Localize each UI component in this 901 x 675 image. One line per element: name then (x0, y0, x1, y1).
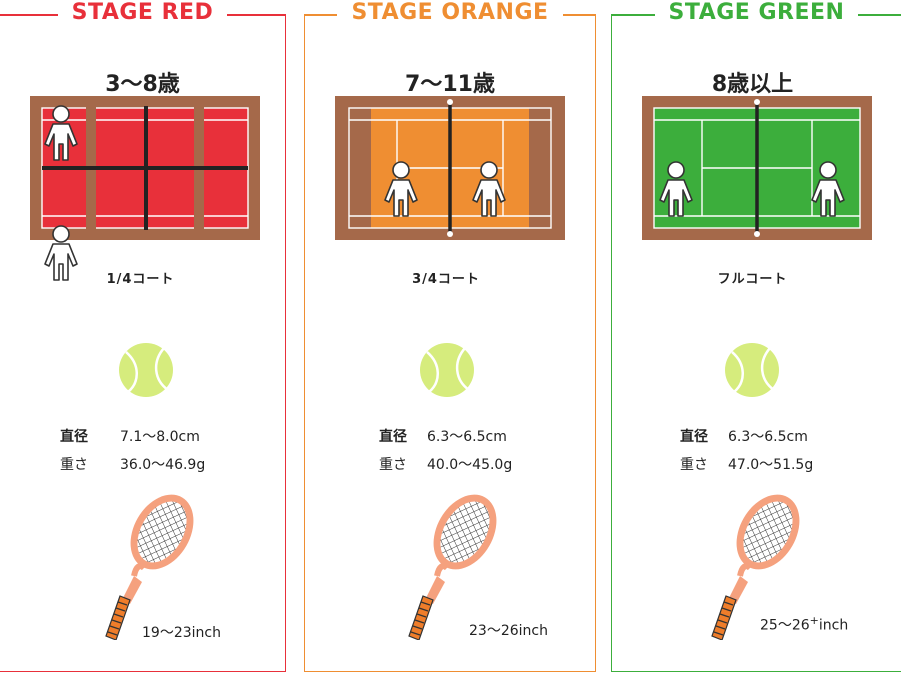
age-range: 3〜8歳 (105, 72, 180, 97)
diameter-label: 直径 (680, 429, 708, 445)
diameter-label: 直径 (379, 429, 407, 445)
racket-size-unit: inch (818, 617, 849, 634)
racket-icon (403, 490, 503, 640)
ball-weight: 40.0〜45.0g (427, 457, 513, 473)
court-full-diagram (642, 96, 872, 240)
court-size-label: 1/4コート (106, 272, 175, 287)
weight-label: 重さ (379, 457, 407, 473)
racket-size-range: 25〜26 (760, 617, 810, 634)
ball-diameter: 7.1〜8.0cm (120, 429, 200, 445)
stage-title: STAGE ORANGE (351, 0, 549, 25)
stage-red-panel: STAGE RED 3〜8歳 1/4コート 直径 7.1〜8.0cm 重さ 36… (0, 0, 286, 672)
age-range: 7〜11歳 (405, 72, 495, 97)
court-size-label: フルコート (717, 272, 788, 287)
court-quarter-diagram (30, 96, 260, 281)
ball-diameter: 6.3〜6.5cm (728, 429, 808, 445)
weight-label: 重さ (680, 457, 708, 473)
racket-size: 23〜26inch (469, 623, 548, 639)
age-range: 8歳以上 (711, 72, 794, 97)
racket-size-plus: + (809, 614, 819, 627)
ball-weight: 36.0〜46.9g (120, 457, 206, 473)
ball-weight: 47.0〜51.5g (728, 457, 814, 473)
tennis-ball-icon (118, 342, 174, 398)
tennis-ball-icon (724, 342, 780, 398)
ball-diameter: 6.3〜6.5cm (427, 429, 507, 445)
racket-size: 25〜26+inch (760, 614, 848, 635)
stage-green-panel: STAGE GREEN 8歳以上 フルコート 直径 6.3〜6.5cm 重さ 4… (611, 0, 901, 672)
court-three-quarter-diagram (335, 96, 565, 240)
racket-icon (100, 490, 200, 640)
racket-size: 19〜23inch (142, 625, 221, 641)
stage-orange-panel: STAGE ORANGE 7〜11歳 3/4コート 直径 6.3〜6.5cm 重… (304, 0, 596, 672)
tennis-ball-icon (419, 342, 475, 398)
weight-label: 重さ (60, 457, 88, 473)
court-size-label: 3/4コート (412, 272, 480, 287)
diameter-label: 直径 (60, 429, 88, 445)
stage-title: STAGE RED (71, 0, 214, 25)
stage-title: STAGE GREEN (668, 0, 845, 25)
